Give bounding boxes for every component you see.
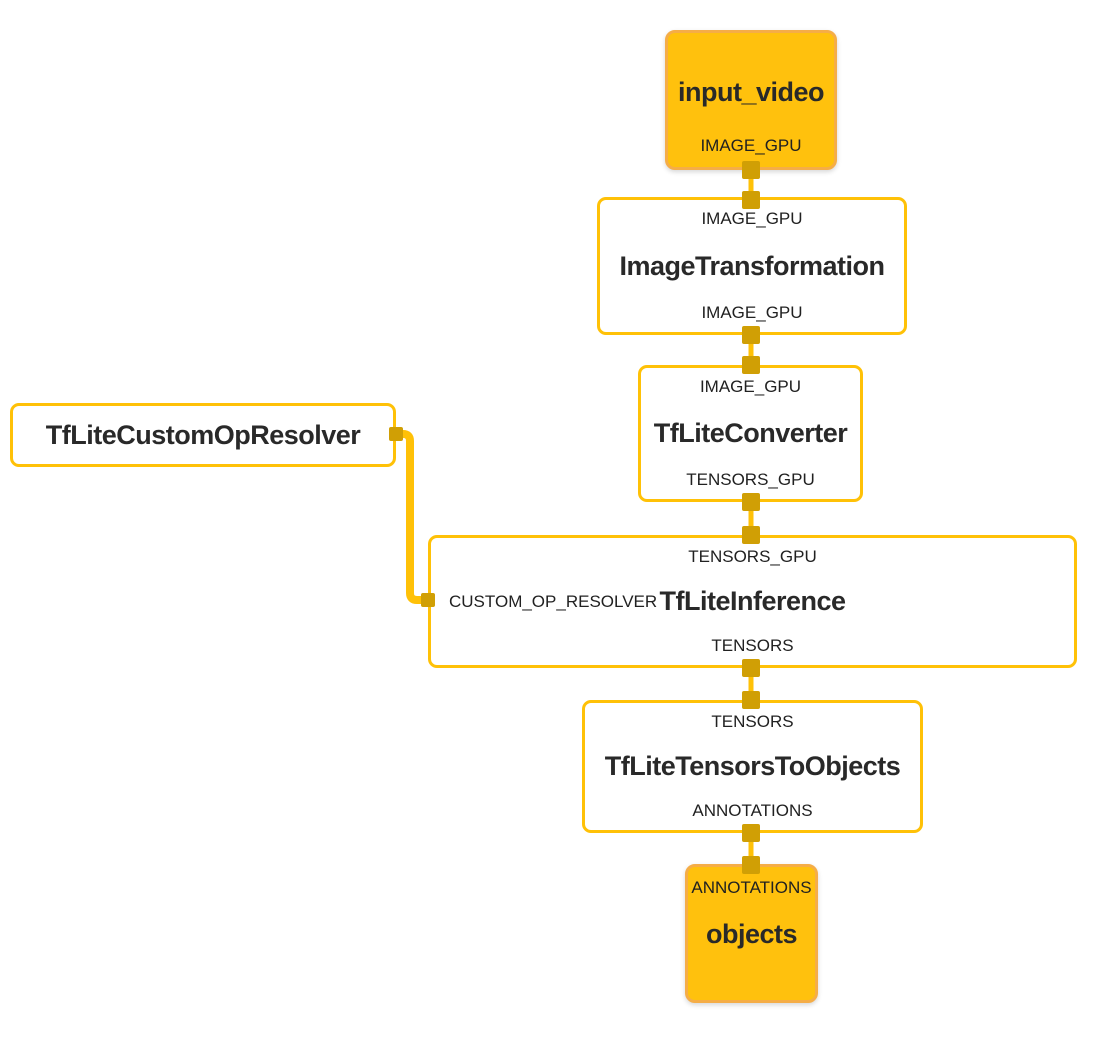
node-title: input_video [677,77,825,107]
output-port-label: TENSORS [711,636,794,655]
port-tflite-inference-side-input [421,593,435,607]
port-objects-input [742,856,760,874]
port-input-video-output [742,161,760,179]
input-port-label: TENSORS [711,712,794,731]
port-tflite-inference-input [742,526,760,544]
side-input-port-label: CUSTOM_OP_RESOLVER [449,591,658,611]
node-title: TfLiteConverter [653,418,848,448]
node-title: objects [705,919,798,949]
input-port-label: TENSORS_GPU [688,547,817,566]
node-title: TfLiteTensorsToObjects [604,751,901,781]
output-port-label: IMAGE_GPU [701,303,803,322]
node-tflite-converter[interactable]: IMAGE_GPU TfLiteConverter TENSORS_GPU [638,365,863,502]
port-tensors-to-objects-input [742,691,760,709]
output-port-label: ANNOTATIONS [692,801,813,820]
edge-custom-op-resolver-to-tflite-inference [396,430,426,604]
node-image-transformation[interactable]: IMAGE_GPU ImageTransformation IMAGE_GPU [597,197,907,335]
port-custom-op-resolver-output [389,427,403,441]
node-tflite-inference[interactable]: TENSORS_GPU CUSTOM_OP_RESOLVER TfLiteInf… [428,535,1077,668]
node-tflite-tensors-to-objects[interactable]: TENSORS TfLiteTensorsToObjects ANNOTATIO… [582,700,923,833]
input-port-label: ANNOTATIONS [691,878,812,897]
node-title: ImageTransformation [619,250,885,281]
node-title: TfLiteCustomOpResolver [45,419,361,450]
port-image-transformation-output [742,326,760,344]
port-tflite-converter-input [742,356,760,374]
node-middle-row: CUSTOM_OP_RESOLVER TfLiteInference [443,567,1062,636]
node-input-video[interactable]: input_video IMAGE_GPU [665,30,837,170]
input-port-label: IMAGE_GPU [701,209,803,228]
output-port-label: IMAGE_GPU [700,136,802,155]
port-tensors-to-objects-output [742,824,760,842]
node-objects[interactable]: ANNOTATIONS objects [685,864,818,1003]
port-tflite-inference-output [742,659,760,677]
port-tflite-converter-output [742,493,760,511]
output-port-label: TENSORS_GPU [686,470,815,489]
input-port-label: IMAGE_GPU [699,377,802,396]
port-image-transformation-input [742,191,760,209]
node-tflite-custom-op-resolver[interactable]: TfLiteCustomOpResolver [10,403,396,467]
node-title: TfLiteInference [659,586,846,616]
